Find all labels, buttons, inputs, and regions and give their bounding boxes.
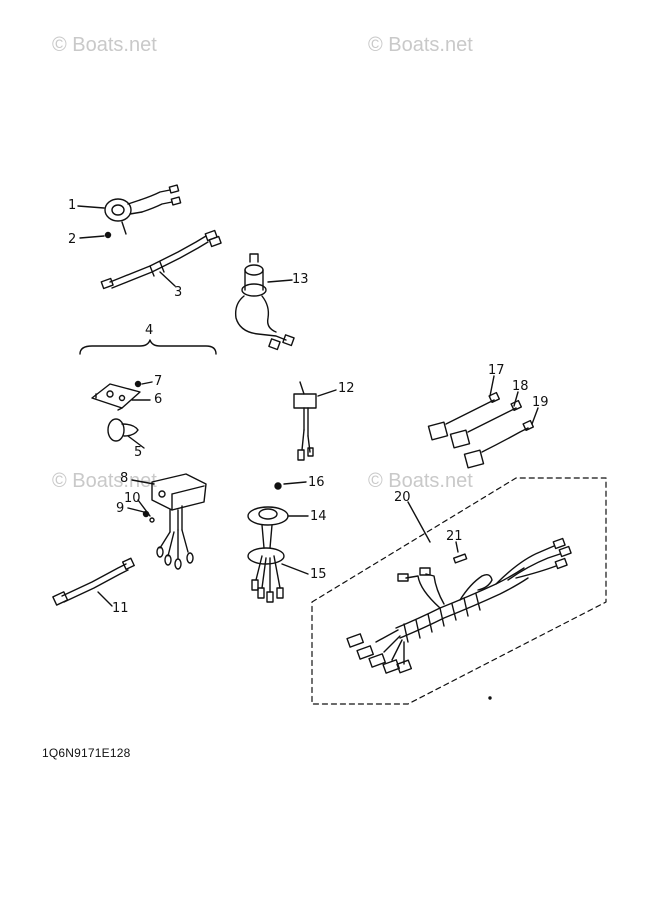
leader-10 xyxy=(137,499,151,517)
watermark-top-left: © Boats.net xyxy=(52,34,157,56)
part-16-bulb xyxy=(274,482,282,490)
part-1-switch xyxy=(104,184,182,235)
callout-16: 16 xyxy=(308,475,325,490)
leader-16 xyxy=(283,481,307,485)
part-4-bracket xyxy=(79,339,217,355)
callout-11: 11 xyxy=(112,601,129,616)
callout-12: 12 xyxy=(338,381,355,396)
callout-20: 20 xyxy=(394,490,411,505)
callout-14: 14 xyxy=(310,509,327,524)
callout-21: 21 xyxy=(446,529,463,544)
callout-9: 9 xyxy=(116,501,125,516)
leader-8 xyxy=(131,479,155,485)
callout-5: 5 xyxy=(134,445,143,460)
leader-13 xyxy=(267,279,293,283)
leader-7 xyxy=(141,381,153,385)
callout-19: 19 xyxy=(532,395,549,410)
leader-5 xyxy=(127,435,145,449)
part-2-screw xyxy=(104,231,112,239)
leader-12 xyxy=(317,389,337,397)
part-8-switch-box xyxy=(151,473,207,570)
leader-21 xyxy=(455,541,459,553)
callout-2: 2 xyxy=(68,232,77,247)
callout-1: 1 xyxy=(68,198,77,213)
watermark-mid-left: © Boats.net xyxy=(52,470,157,492)
part-13-key-switch xyxy=(234,253,295,351)
part-3-cable xyxy=(100,229,222,290)
diagram-code: 1Q6N9171E128 xyxy=(42,746,131,760)
watermark-mid-right: © Boats.net xyxy=(368,470,473,492)
callout-8: 8 xyxy=(120,471,129,486)
leader-3 xyxy=(159,271,176,287)
leader-19 xyxy=(531,407,539,425)
part-20-main-harness xyxy=(346,537,572,674)
callout-10: 10 xyxy=(124,491,141,506)
callout-18: 18 xyxy=(512,379,529,394)
leader-17 xyxy=(489,375,495,397)
part-17-lead xyxy=(427,391,501,441)
part-7-screw xyxy=(134,380,142,388)
callout-7: 7 xyxy=(154,374,163,389)
callout-3: 3 xyxy=(174,285,183,300)
callout-13: 13 xyxy=(292,272,309,287)
part-19-lead xyxy=(463,419,535,469)
callout-6: 6 xyxy=(154,392,163,407)
leader-11 xyxy=(97,591,113,607)
callout-17: 17 xyxy=(488,363,505,378)
part-14-lamp-housing xyxy=(247,506,289,549)
part-12-stop-switch xyxy=(293,381,317,461)
leader-2 xyxy=(79,235,105,239)
part-11-lead xyxy=(52,557,135,606)
watermark-top-right: © Boats.net xyxy=(368,34,473,56)
part-6-plate xyxy=(91,383,141,411)
leader-18 xyxy=(513,391,519,407)
leader-20 xyxy=(407,501,431,543)
leader-15 xyxy=(281,563,309,575)
callout-15: 15 xyxy=(310,567,327,582)
leader-9 xyxy=(127,507,145,513)
part-21-fuse xyxy=(452,553,468,564)
leader-1 xyxy=(77,205,105,209)
part-15-gasket-plate xyxy=(247,547,285,603)
callout-4: 4 xyxy=(145,323,154,338)
part-5-cap xyxy=(107,418,139,442)
part-10-washer xyxy=(149,517,155,523)
part-18-lead xyxy=(449,399,523,449)
part-20-group-outline xyxy=(311,477,607,705)
